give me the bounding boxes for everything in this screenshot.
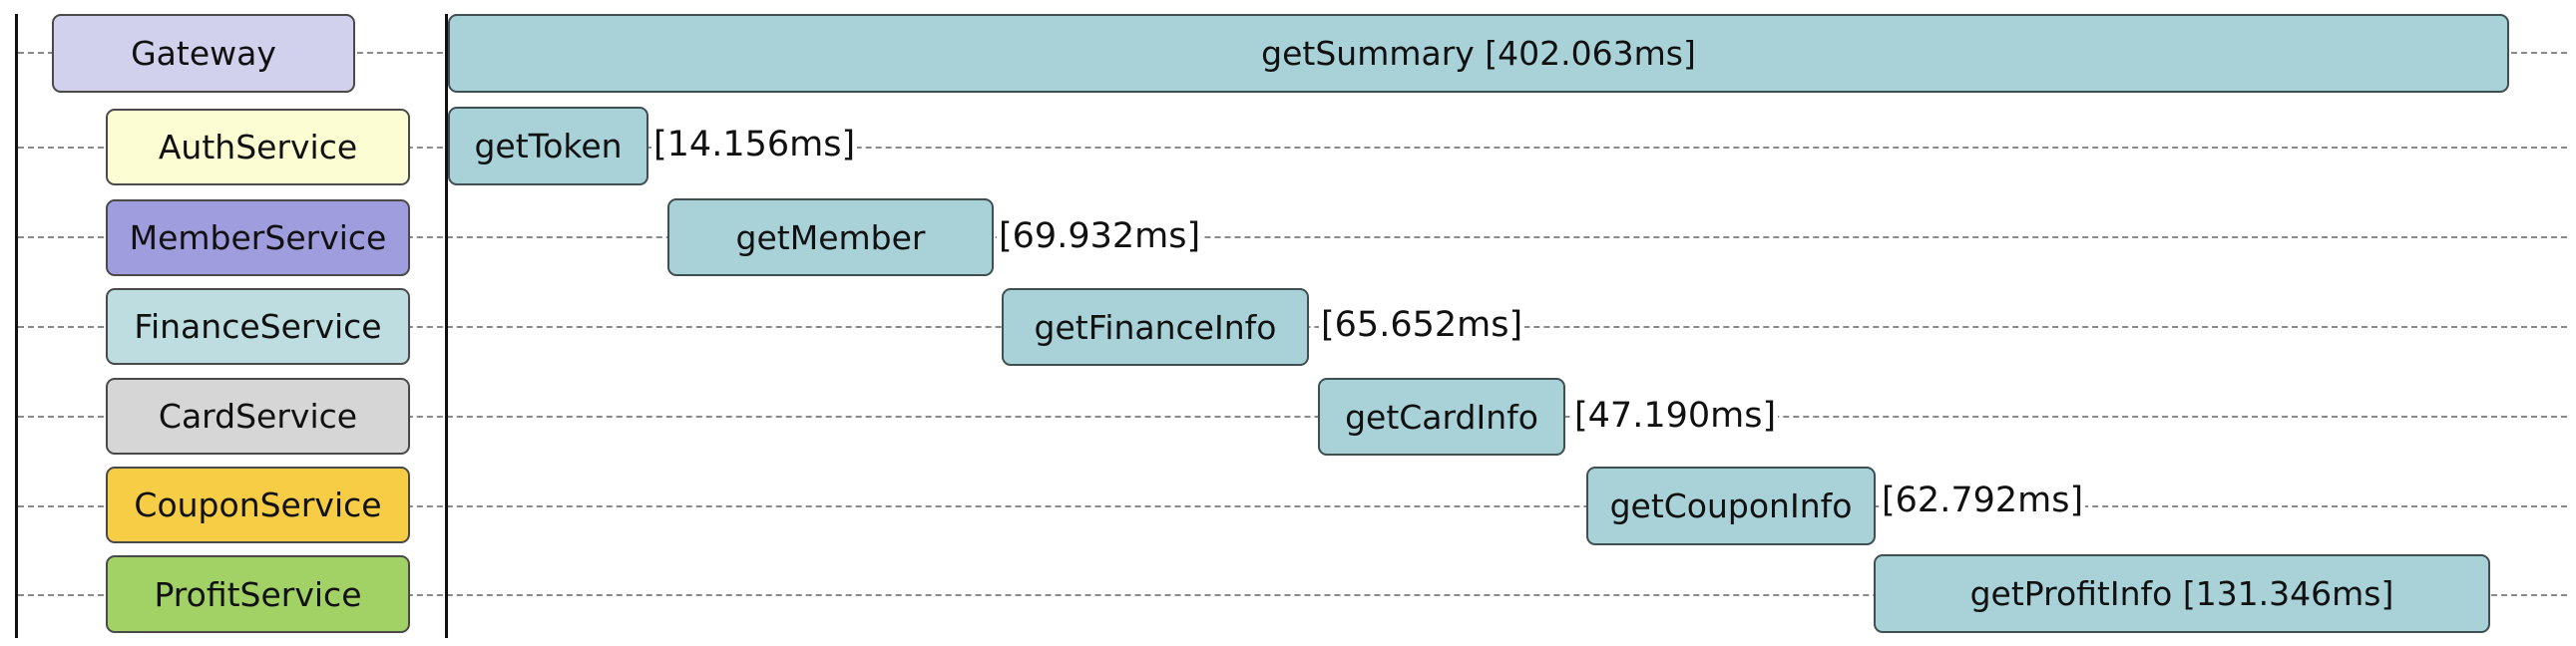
span-get-summary: getSummary [402.063ms] (448, 14, 2509, 93)
service-card: CardService (106, 378, 410, 455)
service-gateway: Gateway (52, 14, 355, 93)
row-guide-line (18, 147, 2567, 149)
service-member: MemberService (106, 199, 410, 276)
span-get-card-info: getCardInfo (1318, 378, 1565, 456)
service-coupon: CouponService (106, 467, 410, 543)
span-get-coupon-info: getCouponInfo (1586, 467, 1876, 545)
span-duration-label: [69.932ms] (997, 216, 1203, 256)
span-duration-label: [47.190ms] (1572, 396, 1779, 436)
span-get-member: getMember (667, 198, 994, 276)
timeline-start-line (445, 14, 448, 638)
span-get-finance-info: getFinanceInfo (1002, 288, 1309, 366)
row-guide-line (18, 236, 2567, 238)
service-auth: AuthService (106, 109, 410, 185)
span-get-profit-info: getProfitInfo [131.346ms] (1874, 554, 2490, 633)
span-duration-label: [65.652ms] (1319, 305, 1525, 345)
row-guide-line (18, 505, 2567, 507)
row-guide-line (18, 594, 2567, 596)
left-axis-line (15, 14, 18, 638)
span-duration-label: [14.156ms] (651, 125, 858, 164)
service-finance: FinanceService (106, 288, 410, 365)
span-get-token: getToken (448, 107, 648, 185)
span-duration-label: [62.792ms] (1880, 481, 2086, 520)
service-profit: ProfitService (106, 555, 410, 633)
row-guide-line (18, 416, 2567, 418)
